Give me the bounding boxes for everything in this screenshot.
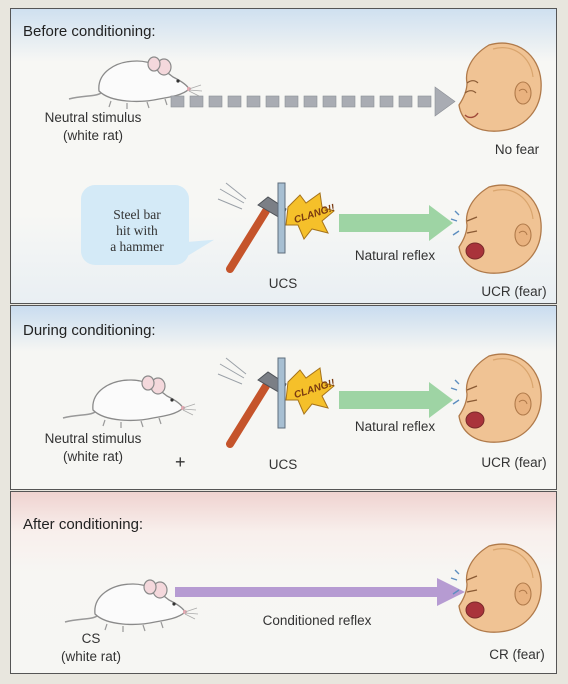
ucr-label: UCR (fear) <box>469 283 559 301</box>
white-rat-text: (white rat) <box>13 127 173 145</box>
white-rat-text: (white rat) <box>13 448 173 466</box>
after-conditioning-panel: After conditioning: CS (white rat) Condi… <box>10 491 557 674</box>
steel-bar-line-1: Steel bar <box>89 207 185 223</box>
during-heading: During conditioning: <box>23 322 156 339</box>
cr-label: CR (fear) <box>477 646 557 664</box>
neutral-stimulus-text: Neutral stimulus <box>13 109 173 127</box>
baby-crying-icon <box>455 175 559 279</box>
baby-calm-icon <box>459 33 559 133</box>
dashed-gray-arrow <box>171 87 461 117</box>
before-conditioning-panel: Before conditioning: Neutral stimulus (w… <box>10 8 557 304</box>
natural-reflex-label: Natural reflex <box>335 418 455 436</box>
white-rat-icon <box>65 372 165 432</box>
plus-sign: + <box>175 452 186 473</box>
neutral-stimulus-text: Neutral stimulus <box>13 430 173 448</box>
baby-crying-icon <box>455 534 559 638</box>
steel-bar-caption: Steel bar hit with a hammer <box>89 207 185 255</box>
conditioned-reflex-label: Conditioned reflex <box>227 612 407 630</box>
ucs-label: UCS <box>263 275 303 293</box>
hammer-strike-icon: CLANG!! <box>216 356 336 456</box>
ucs-label: UCS <box>263 456 303 474</box>
cs-text: CS <box>31 630 151 648</box>
cs-label: CS (white rat) <box>31 630 151 665</box>
steel-bar-line-3: a hammer <box>89 239 185 255</box>
natural-reflex-label: Natural reflex <box>335 247 455 265</box>
during-conditioning-panel: During conditioning: Neutral stimulus (w… <box>10 305 557 490</box>
ucr-label: UCR (fear) <box>469 454 559 472</box>
green-arrow <box>339 205 455 241</box>
neutral-stimulus-label: Neutral stimulus (white rat) <box>13 109 173 144</box>
after-heading: After conditioning: <box>23 516 143 533</box>
neutral-stimulus-label: Neutral stimulus (white rat) <box>13 430 173 465</box>
hammer-strike-icon: CLANG!! <box>216 181 336 281</box>
steel-bar-line-2: hit with <box>89 223 185 239</box>
purple-arrow <box>175 578 467 606</box>
no-fear-label: No fear <box>477 141 557 159</box>
white-rat-icon <box>67 576 167 636</box>
white-rat-icon <box>71 53 171 113</box>
white-rat-text: (white rat) <box>31 648 151 666</box>
green-arrow <box>339 382 455 418</box>
baby-crying-icon <box>455 344 559 448</box>
before-heading: Before conditioning: <box>23 23 156 40</box>
